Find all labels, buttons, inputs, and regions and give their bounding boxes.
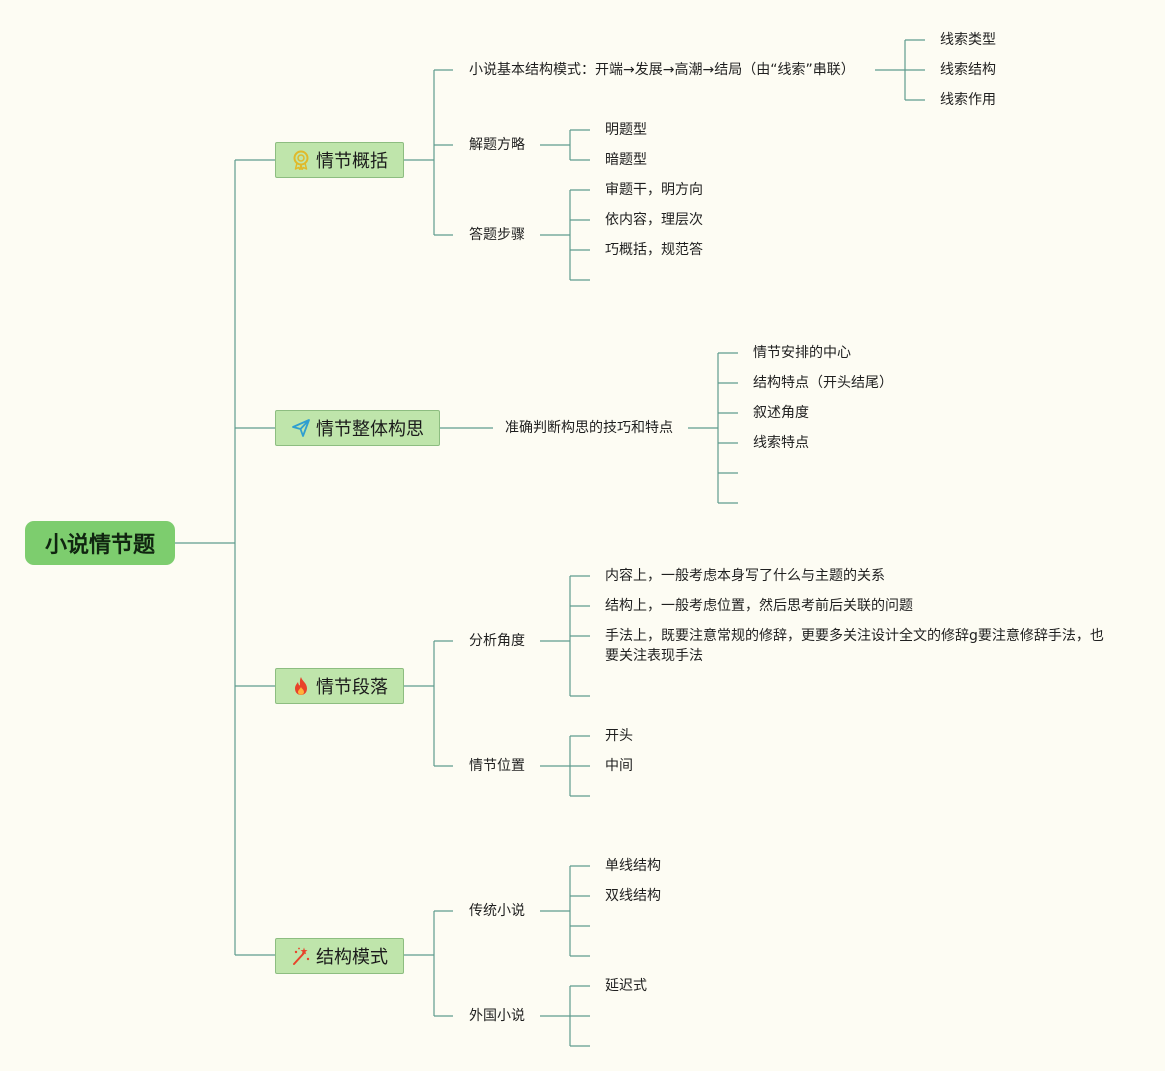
topic-plot-summary[interactable]: 情节概括 [275, 142, 404, 178]
foreign-novel-topic[interactable]: 外国小说 [469, 1008, 525, 1024]
step-3-topic[interactable]: 巧概括，规范答 [605, 242, 703, 258]
clue-feature-topic[interactable]: 线索特点 [753, 435, 809, 451]
conception-skill-topic[interactable]: 准确判断构思的技巧和特点 [505, 420, 673, 436]
explicit-question-topic[interactable]: 明题型 [605, 122, 647, 138]
topic-plot-paragraph[interactable]: 情节段落 [275, 668, 404, 704]
plot-position-topic[interactable]: 情节位置 [469, 758, 525, 774]
connector [570, 129, 590, 161]
middle-topic[interactable]: 中间 [605, 758, 633, 774]
connector [570, 865, 590, 957]
topic-label: 情节整体构思 [316, 419, 424, 440]
single-line-topic[interactable]: 单线结构 [605, 858, 661, 874]
structure-pattern-topic[interactable]: 小说基本结构模式：开端→发展→高潮→结局（由“线索”串联） [469, 62, 855, 78]
root-topic-label: 小说情节题 [44, 533, 155, 558]
implicit-question-topic[interactable]: 暗题型 [605, 152, 647, 168]
topic-label: 结构模式 [316, 947, 388, 968]
structure-angle-topic[interactable]: 结构上，一般考虑位置，然后思考前后关联的问题 [605, 598, 913, 614]
fire-icon [295, 677, 307, 695]
topic-structure-pattern[interactable]: 结构模式 [275, 938, 404, 974]
clue-type-topic[interactable]: 线索类型 [940, 32, 996, 48]
magic-wand-icon [293, 947, 310, 965]
connector [434, 69, 453, 236]
connector [570, 575, 590, 697]
technique-angle-topic[interactable]: 手法上，既要注意常规的修辞，更要多关注设计全文的修辞g要注意修辞手法，也要关注表… [605, 628, 1104, 664]
clue-function-topic[interactable]: 线索作用 [940, 92, 996, 108]
connector [434, 640, 453, 767]
connector [235, 159, 275, 956]
delayed-type-topic[interactable]: 延迟式 [605, 978, 647, 994]
connector [434, 910, 453, 1017]
structure-feature-topic[interactable]: 结构特点（开头结尾） [753, 375, 893, 391]
topic-label: 情节段落 [316, 677, 388, 698]
analysis-angle-topic[interactable]: 分析角度 [469, 633, 525, 649]
connector [570, 735, 590, 797]
topic-overall-conception[interactable]: 情节整体构思 [275, 410, 440, 446]
narrative-angle-topic[interactable]: 叙述角度 [753, 405, 809, 421]
content-angle-topic[interactable]: 内容上，一般考虑本身写了什么与主题的关系 [605, 568, 885, 584]
topic-label: 情节概括 [316, 151, 388, 172]
connector [570, 189, 590, 281]
clue-structure-topic[interactable]: 线索结构 [940, 62, 996, 78]
step-2-topic[interactable]: 依内容，理层次 [605, 212, 703, 228]
beginning-topic[interactable]: 开头 [605, 728, 633, 744]
connector [718, 352, 738, 504]
root-topic[interactable]: 小说情节题 [25, 521, 175, 565]
paper-plane-icon [292, 419, 310, 437]
double-line-topic[interactable]: 双线结构 [605, 888, 661, 904]
award-icon [293, 150, 309, 170]
connector [570, 985, 590, 1047]
traditional-novel-topic[interactable]: 传统小说 [469, 903, 525, 919]
plot-center-topic[interactable]: 情节安排的中心 [753, 345, 851, 361]
answer-steps-topic[interactable]: 答题步骤 [469, 227, 525, 243]
connector [905, 39, 925, 101]
step-1-topic[interactable]: 审题干，明方向 [605, 182, 703, 198]
strategy-topic[interactable]: 解题方略 [469, 137, 525, 153]
